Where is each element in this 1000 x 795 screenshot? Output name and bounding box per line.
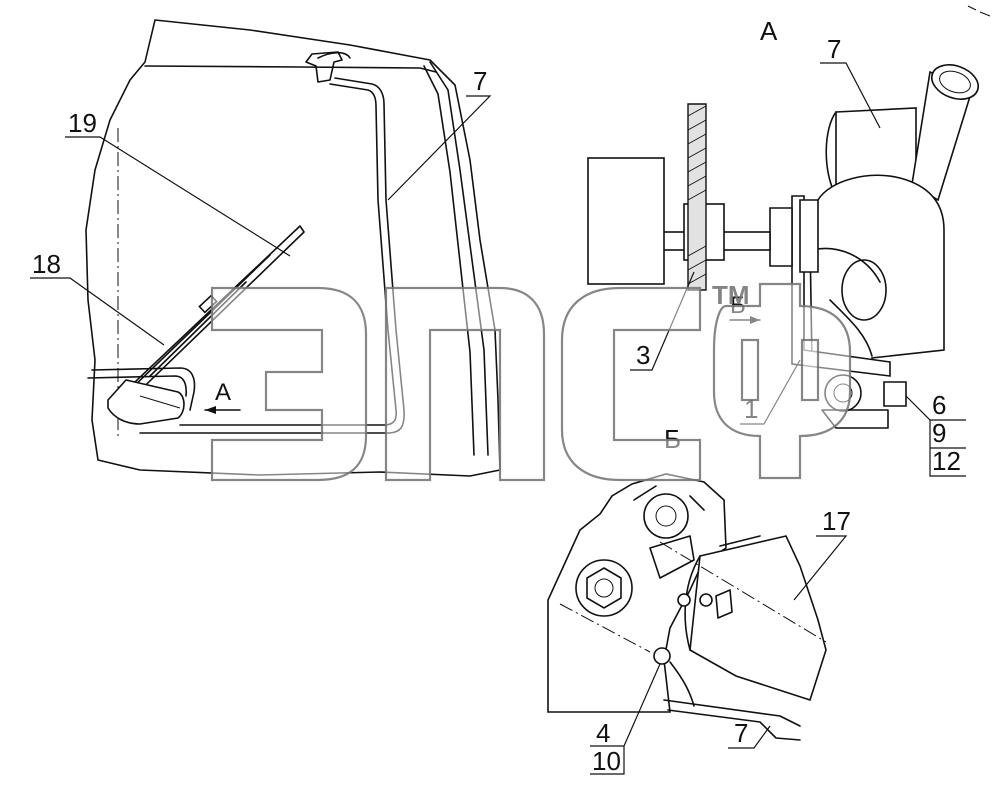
window-top-frame [144, 65, 437, 73]
wm-letter-e [210, 286, 368, 482]
leader-7-top [387, 95, 492, 201]
bolt-9 [883, 381, 907, 407]
callout-6: 6 [932, 390, 946, 420]
wm-f-left-bowl [740, 338, 760, 402]
crank-linkage [633, 485, 705, 579]
callout-4: 4 [596, 718, 610, 748]
washer [799, 199, 819, 273]
view-a-callouts: 7 3 1 6 9 12 Б [630, 34, 966, 477]
cab-side-view: A [85, 19, 501, 477]
bolt-nut-stack [769, 207, 793, 267]
motor-body [689, 535, 827, 702]
pillar-outer [429, 61, 489, 456]
wm-letter-s [560, 286, 702, 482]
leader-4-10 [590, 663, 661, 775]
callout-10: 10 [592, 746, 621, 776]
callout-17: 17 [822, 506, 851, 536]
panel-section-hatched [687, 103, 707, 291]
callout-3: 3 [636, 340, 650, 370]
corner-mark [967, 5, 991, 17]
hose-connector [305, 51, 343, 83]
bracket-foot [821, 409, 889, 429]
centerline-pivot [559, 603, 651, 653]
hatch-lines [687, 105, 707, 285]
pillar-inner [423, 65, 475, 456]
callout-1: 1 [744, 394, 758, 424]
centerline-motor [659, 541, 827, 643]
section-b-arrowhead [750, 316, 760, 324]
leader-7-view [820, 62, 881, 129]
wm-letter-f [712, 282, 852, 480]
leader-19 [65, 136, 291, 257]
callout-12: 12 [932, 446, 961, 476]
callout-7-view: 7 [827, 34, 841, 64]
motor-flange [715, 535, 761, 619]
view-a-detail: А [587, 16, 980, 429]
wm-f-right-bowl [800, 338, 820, 402]
watermark-logo: TM [210, 280, 852, 482]
panel-left [587, 157, 665, 285]
tube-end [930, 64, 980, 100]
leader-1 [740, 359, 801, 425]
view-a-title: А [760, 16, 778, 46]
clamp-bore [841, 259, 887, 321]
left-callouts: 19 18 7 [30, 66, 492, 346]
small-bolt-2 [699, 593, 713, 607]
wiper-blade [129, 254, 271, 391]
nut-6 [824, 374, 862, 412]
leader-6-9-12 [905, 395, 966, 477]
section-b-callouts: 17 4 10 7 [590, 506, 851, 776]
view-a-marker: A [215, 379, 231, 406]
callout-7-top: 7 [473, 66, 487, 96]
washer-hose-bottom [663, 699, 801, 741]
hex-nut [586, 567, 622, 609]
view-a-arrowhead [205, 406, 216, 414]
wm-trademark: TM [712, 280, 750, 310]
leader-7-bottom [728, 725, 771, 749]
washer-hose-left-2 [179, 83, 397, 426]
callout-19: 19 [68, 108, 97, 138]
wiper-motor [107, 379, 185, 425]
callout-9: 9 [932, 418, 946, 448]
section-b-detail [547, 473, 827, 741]
callout-7-bottom: 7 [734, 718, 748, 748]
door-outline [85, 19, 501, 477]
door-sill [87, 367, 196, 411]
leader-18 [30, 277, 165, 346]
crank-pivot [643, 493, 689, 539]
screw-4 [653, 647, 671, 665]
small-bolt-1 [677, 593, 691, 607]
leader-17 [793, 535, 848, 601]
leader-3 [630, 271, 695, 371]
wm-letter-p [384, 286, 546, 482]
callout-18: 18 [32, 249, 61, 279]
